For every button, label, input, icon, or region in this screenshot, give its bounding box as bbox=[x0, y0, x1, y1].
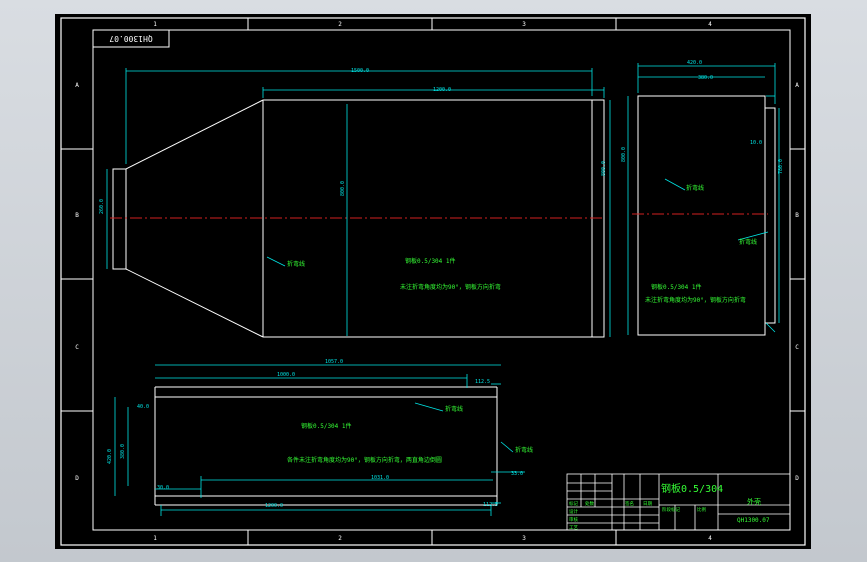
zone-col-top-4: 4 bbox=[708, 21, 712, 28]
svg-text:380.0: 380.0 bbox=[698, 75, 713, 81]
inner-frame bbox=[92, 29, 791, 531]
svg-text:1057.0: 1057.0 bbox=[325, 359, 343, 365]
bottom-view: 1057.0 1000.0 112.5 40.0 420.0 380.0 30.… bbox=[107, 359, 533, 516]
zone-col-bottom-2: 2 bbox=[338, 535, 342, 542]
svg-text:112.5: 112.5 bbox=[483, 502, 498, 508]
svg-text:112.5: 112.5 bbox=[475, 379, 490, 385]
zone-col-top-3: 3 bbox=[522, 21, 526, 28]
zone-row-right-a: A bbox=[795, 82, 799, 89]
svg-text:钢板0.5/304 1件: 钢板0.5/304 1件 bbox=[651, 283, 702, 291]
drawing-no-top: QH1300.07 bbox=[109, 34, 153, 43]
zone-col-bottom-1: 1 bbox=[153, 535, 157, 542]
svg-text:折弯线: 折弯线 bbox=[739, 238, 757, 246]
svg-text:1000.0: 1000.0 bbox=[277, 372, 295, 378]
title-block bbox=[566, 473, 791, 531]
svg-text:比例: 比例 bbox=[697, 506, 706, 513]
zone-col-bottom-3: 3 bbox=[522, 535, 526, 542]
zone-ticks bbox=[61, 18, 805, 545]
svg-text:签名: 签名 bbox=[625, 500, 634, 507]
svg-text:处数: 处数 bbox=[585, 500, 594, 507]
outer-frame bbox=[60, 17, 806, 546]
zone-row-left-b: B bbox=[75, 212, 79, 219]
zone-row-right-b: B bbox=[795, 212, 799, 219]
zone-row-left-c: C bbox=[75, 344, 79, 351]
svg-text:260.0: 260.0 bbox=[99, 199, 105, 214]
svg-text:折弯线: 折弯线 bbox=[686, 184, 704, 192]
svg-text:1200.0: 1200.0 bbox=[265, 503, 283, 509]
svg-text:标记: 标记 bbox=[569, 500, 578, 507]
title-drawing-no: QH1300.07 bbox=[737, 517, 770, 524]
svg-text:30.0: 30.0 bbox=[157, 485, 169, 491]
side-view: 420.0 380.0 800.0 10.0 780.0 折弯线 折弯线 钢板0… bbox=[621, 60, 784, 336]
svg-text:各件未注折弯角度均为90°，钢板方向折弯，两直角边倒圆: 各件未注折弯角度均为90°，钢板方向折弯，两直角边倒圆 bbox=[287, 456, 442, 464]
svg-text:380.0: 380.0 bbox=[120, 444, 126, 459]
svg-text:33.0: 33.0 bbox=[511, 471, 523, 477]
svg-text:1500.0: 1500.0 bbox=[351, 68, 369, 74]
main-view: 1500.0 1200.0 260.0 800.0 800.0 折弯线 钢板0.… bbox=[99, 68, 611, 338]
svg-text:420.0: 420.0 bbox=[687, 60, 702, 66]
zone-row-left-a: A bbox=[75, 82, 79, 89]
svg-text:钢板0.5/304 1件: 钢板0.5/304 1件 bbox=[405, 257, 456, 265]
cad-viewport[interactable]: 1 2 3 4 1 2 3 4 A B C D A B C D QH1300.0… bbox=[55, 14, 811, 549]
title-material: 钢板0.5/304 bbox=[661, 482, 723, 495]
svg-text:780.0: 780.0 bbox=[778, 159, 784, 174]
title-part-name: 外壳 bbox=[747, 497, 761, 506]
zone-row-right-d: D bbox=[795, 475, 799, 482]
drawing-canvas: 1 2 3 4 1 2 3 4 A B C D A B C D QH1300.0… bbox=[60, 17, 806, 546]
svg-text:折弯线: 折弯线 bbox=[515, 446, 533, 454]
svg-text:工艺: 工艺 bbox=[569, 525, 578, 531]
svg-text:折弯线: 折弯线 bbox=[287, 260, 305, 268]
svg-text:40.0: 40.0 bbox=[137, 404, 149, 410]
svg-text:未注折弯角度均为90°，钢板方向折弯: 未注折弯角度均为90°，钢板方向折弯 bbox=[645, 296, 746, 304]
zone-col-top-2: 2 bbox=[338, 21, 342, 28]
svg-text:日期: 日期 bbox=[643, 501, 652, 507]
drawing-no-box bbox=[92, 29, 170, 48]
svg-text:800.0: 800.0 bbox=[621, 147, 627, 162]
svg-text:阶段标记: 阶段标记 bbox=[662, 506, 680, 513]
svg-text:设计: 设计 bbox=[569, 508, 578, 515]
svg-text:1200.0: 1200.0 bbox=[433, 87, 451, 93]
svg-text:420.0: 420.0 bbox=[107, 449, 113, 464]
zone-row-left-d: D bbox=[75, 475, 79, 482]
svg-text:1031.0: 1031.0 bbox=[371, 475, 389, 481]
svg-text:审核: 审核 bbox=[569, 516, 578, 523]
zone-row-right-c: C bbox=[795, 344, 799, 351]
zone-col-top-1: 1 bbox=[153, 21, 157, 28]
svg-text:钢板0.5/304 1件: 钢板0.5/304 1件 bbox=[301, 422, 352, 430]
zone-col-bottom-4: 4 bbox=[708, 535, 712, 542]
svg-text:10.0: 10.0 bbox=[750, 140, 762, 146]
svg-text:800.0: 800.0 bbox=[601, 161, 607, 176]
svg-text:折弯线: 折弯线 bbox=[445, 405, 463, 413]
svg-text:未注折弯角度均为90°，钢板方向折弯: 未注折弯角度均为90°，钢板方向折弯 bbox=[400, 283, 501, 291]
svg-text:800.0: 800.0 bbox=[340, 181, 346, 196]
